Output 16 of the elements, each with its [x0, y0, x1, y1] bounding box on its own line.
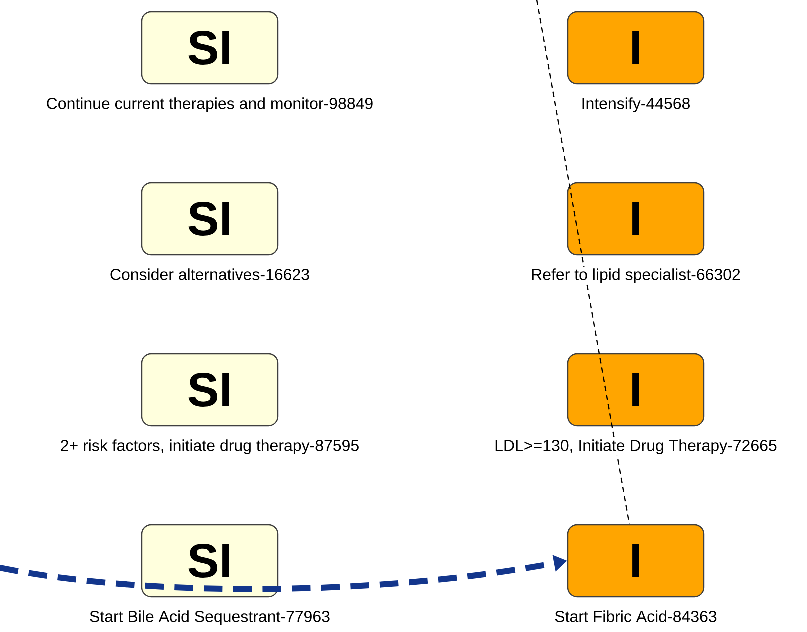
process-box: I: [567, 11, 705, 85]
process-box: I: [567, 524, 705, 598]
node-caption: Refer to lipid specialist-66302: [530, 267, 742, 285]
node-caption: Intensify-44568: [580, 96, 692, 114]
process-box: SI: [141, 182, 279, 256]
node-caption: Continue current therapies and monitor-98849: [45, 96, 375, 114]
node-caption: Start Bile Acid Sequestrant-77963: [88, 609, 332, 627]
node-caption: Start Fibric Acid-84363: [553, 609, 719, 624]
process-box: SI: [141, 524, 279, 598]
process-box: SI: [141, 11, 279, 85]
node-caption: LDL>=130, Initiate Drug Therapy-72665: [493, 438, 779, 456]
process-box: I: [567, 182, 705, 256]
process-box: SI: [141, 353, 279, 427]
node-caption: Consider alternatives-16623: [108, 267, 312, 282]
process-box: I: [567, 353, 705, 427]
node-caption: 2+ risk factors, initiate drug therapy-87595: [59, 438, 361, 456]
